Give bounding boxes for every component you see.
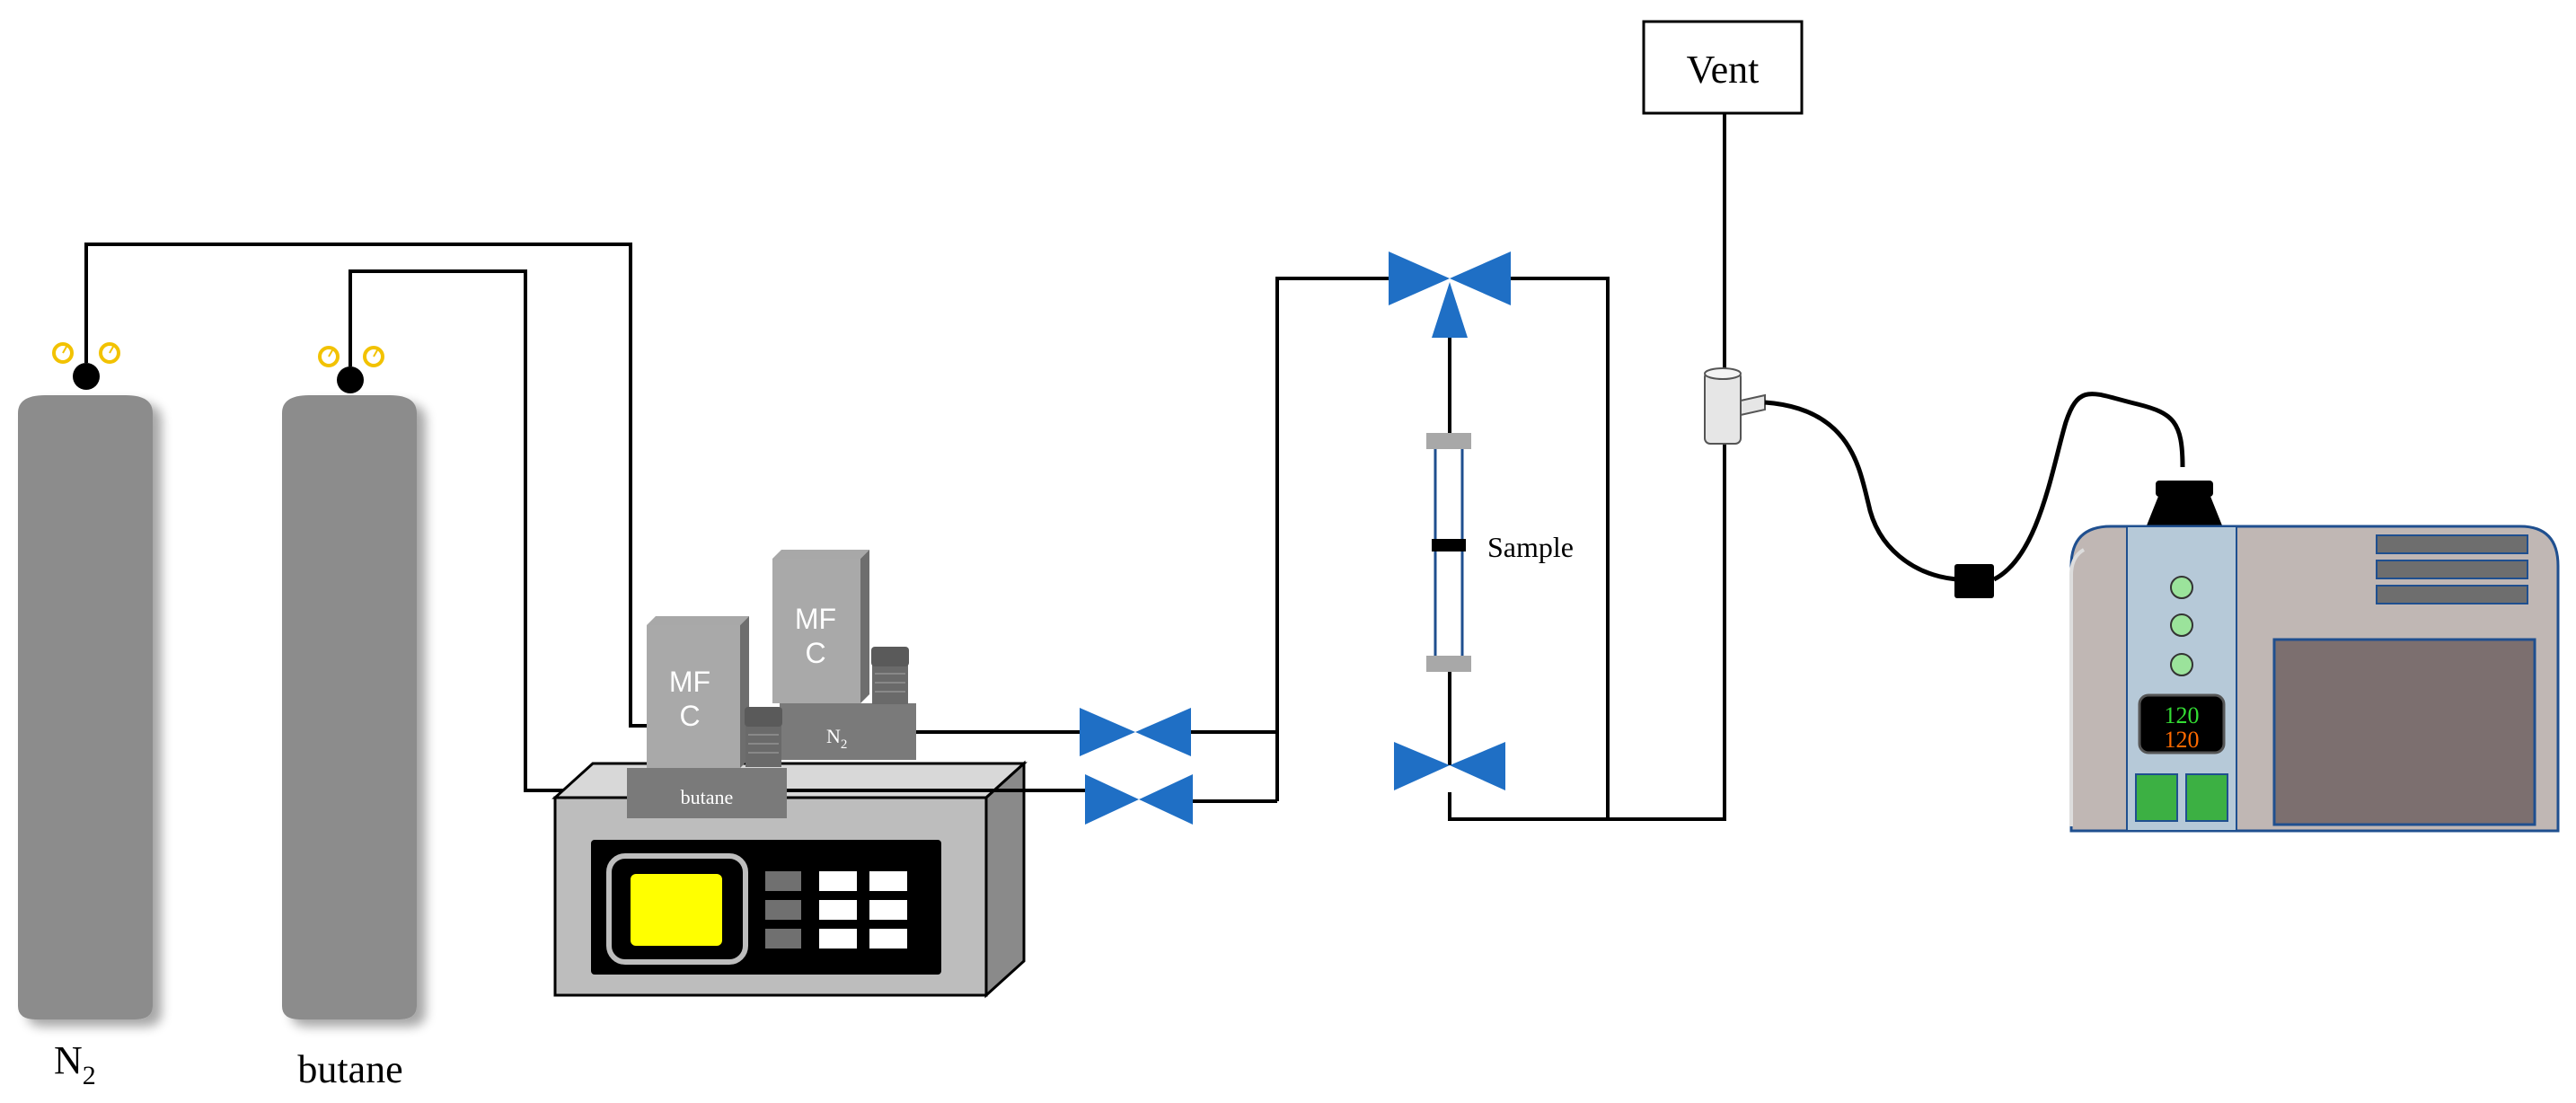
pressure-gauge-icon [363,346,384,367]
controller-key [765,929,801,949]
analyzer-vent-slot [2376,585,2528,604]
gas-analyzer-icon: 120 120 [2069,481,2560,833]
controller-display [631,874,722,946]
indicator-light [2170,653,2193,676]
pressure-gauge-icon [99,342,120,364]
controller-key [819,871,857,891]
sampling-cable [1764,392,2185,598]
outlet-lines [787,111,1726,821]
three-way-valve-icon [1389,251,1511,338]
analyzer-button [2135,773,2178,822]
controller-key [869,900,907,920]
analyzer-readout [2138,693,2226,754]
controller-key [765,900,801,920]
cylinder-n2-label: N2 [54,1038,96,1090]
vent-label: Vent [1687,48,1760,92]
sample-label: Sample [1487,531,1574,563]
cylinder-butane-label: butane [297,1047,402,1091]
analyzer-button [2185,773,2228,822]
mfc-n2-label-line2: C [805,637,825,669]
analyzer-readout-bottom: 120 [2165,727,2200,753]
indicator-light [2170,613,2193,637]
controller-key [819,900,857,920]
pressure-gauge-icon [318,346,340,367]
mfc-butane: butane MF C [627,616,787,818]
analyzer-readout-top: 120 [2165,702,2200,728]
butane-regulator [318,346,384,393]
mfc-butane-label-line1: MF [669,666,710,698]
controller-key [869,929,907,949]
indicator-light [2170,576,2193,599]
mfc-n2-label-line1: MF [795,603,836,635]
gas-cylinder-n2-icon [18,395,153,1019]
two-way-valve-icon [1080,708,1191,756]
mfc-butane-base-label: butane [681,786,734,808]
controller-key [765,871,801,891]
sample-tube-icon [1426,433,1471,672]
controller-key [869,871,907,891]
gas-cylinder-butane-icon [282,395,417,1019]
inline-filter-icon [1954,564,1994,598]
controller-key [819,929,857,949]
analyzer-vent-slot [2376,560,2528,579]
analyzer-vent-slot [2376,534,2528,554]
two-way-valve-icon [1085,774,1193,825]
mass-flow-controller-icon [551,760,1028,999]
sampling-port-icon [1704,367,1766,445]
mfc-n2: N2 MF C [772,550,916,760]
n2-regulator [52,342,120,390]
gas-lines [84,243,647,792]
vent-box [1642,20,1804,115]
mfc-n2-base-label: N2 [826,725,847,752]
analyzer-window [2272,638,2536,826]
two-way-valve-icon [1394,742,1505,790]
mfc-butane-label-line2: C [679,700,700,732]
pressure-gauge-icon [52,342,74,364]
